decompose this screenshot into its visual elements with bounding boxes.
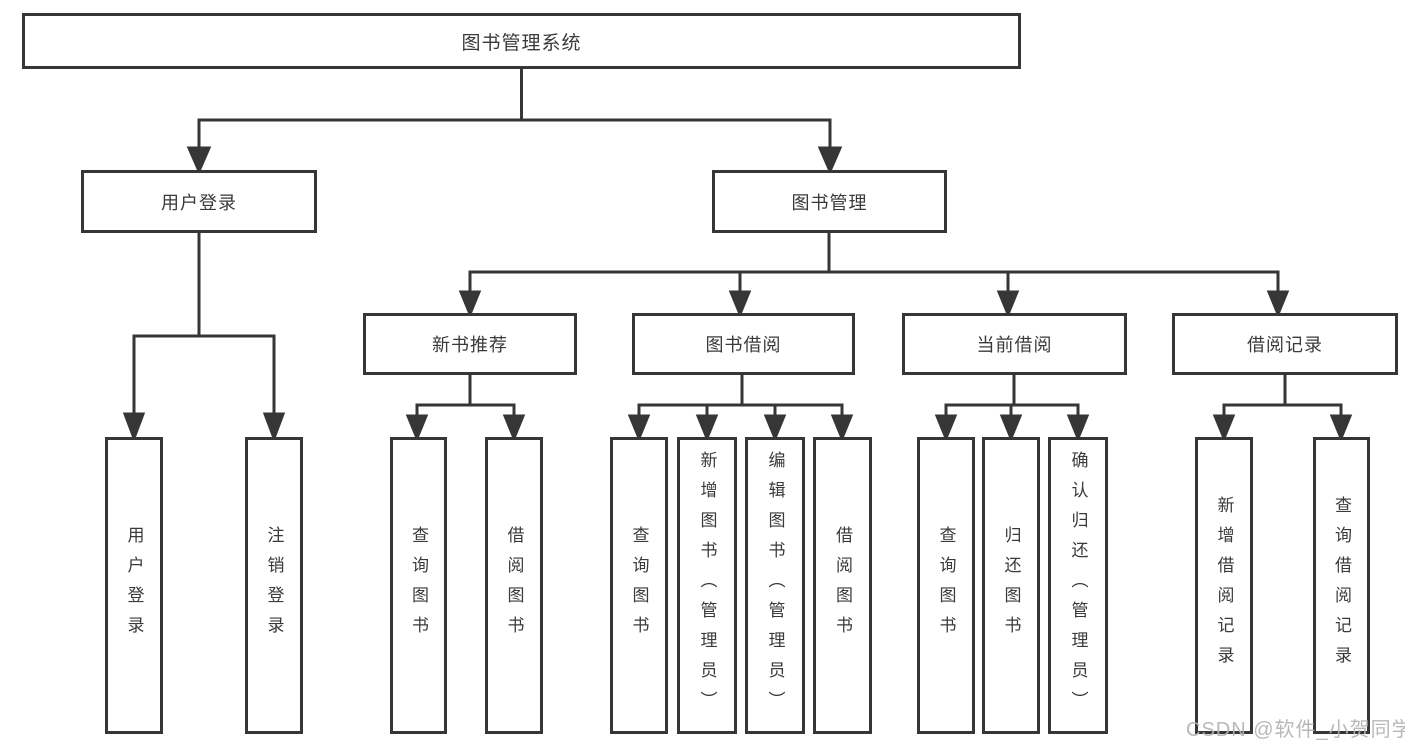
node-user-login: 用户登录 — [81, 170, 317, 233]
node-label: 图书管理系统 — [461, 32, 582, 54]
node-label: 图书借阅 — [705, 335, 782, 355]
leaf-label: 注销登录 — [264, 525, 284, 646]
leaf-query-borrow-record: 查询借阅记录 — [1313, 437, 1370, 734]
leaf-label: 归还图书 — [1001, 525, 1021, 646]
leaf-label: 查询借阅记录 — [1332, 495, 1351, 676]
node-library-management-system: 图书管理系统 — [22, 13, 1021, 69]
leaf-label: 查询图书 — [629, 525, 649, 646]
leaf-label: 新增借阅记录 — [1214, 495, 1234, 676]
leaf-label: 借阅图书 — [504, 525, 524, 646]
leaf-edit-books-admin: 编辑图书（管理员） — [745, 437, 805, 734]
leaf-borrow-books-borrowing: 借阅图书 — [813, 437, 872, 734]
leaf-label: 新增图书（管理员） — [697, 450, 717, 721]
leaf-return-books: 归还图书 — [982, 437, 1040, 734]
node-current-borrowing: 当前借阅 — [902, 313, 1127, 375]
node-book-management: 图书管理 — [712, 170, 947, 233]
leaf-query-books-borrowing: 查询图书 — [610, 437, 668, 734]
leaf-query-books-recommend: 查询图书 — [390, 437, 447, 734]
leaf-label: 查询图书 — [409, 525, 428, 646]
leaf-user-login: 用户登录 — [105, 437, 163, 734]
leaf-borrow-books-recommend: 借阅图书 — [485, 437, 543, 734]
leaf-add-books-admin: 新增图书（管理员） — [677, 437, 737, 734]
leaf-confirm-return-admin: 确认归还（管理员） — [1048, 437, 1108, 734]
leaf-label: 用户登录 — [124, 525, 144, 646]
leaf-label: 借阅图书 — [833, 525, 852, 646]
leaf-label: 编辑图书（管理员） — [765, 450, 785, 721]
watermark: CSDN @软件_小贺同学 — [1186, 719, 1405, 741]
leaf-query-books-current: 查询图书 — [917, 437, 975, 734]
node-label: 图书管理 — [791, 192, 868, 213]
leaf-label: 确认归还（管理员） — [1068, 450, 1088, 721]
node-label: 当前借阅 — [976, 335, 1053, 355]
leaf-label: 查询图书 — [936, 525, 956, 646]
node-label: 借阅记录 — [1247, 335, 1323, 355]
leaf-logout-login: 注销登录 — [245, 437, 303, 734]
node-borrowing-records: 借阅记录 — [1172, 313, 1398, 375]
node-label: 用户登录 — [161, 192, 237, 213]
leaf-add-borrow-record: 新增借阅记录 — [1195, 437, 1253, 734]
node-label: 新书推荐 — [432, 335, 508, 355]
node-book-borrowing: 图书借阅 — [632, 313, 855, 375]
node-new-book-recommendation: 新书推荐 — [363, 313, 577, 375]
